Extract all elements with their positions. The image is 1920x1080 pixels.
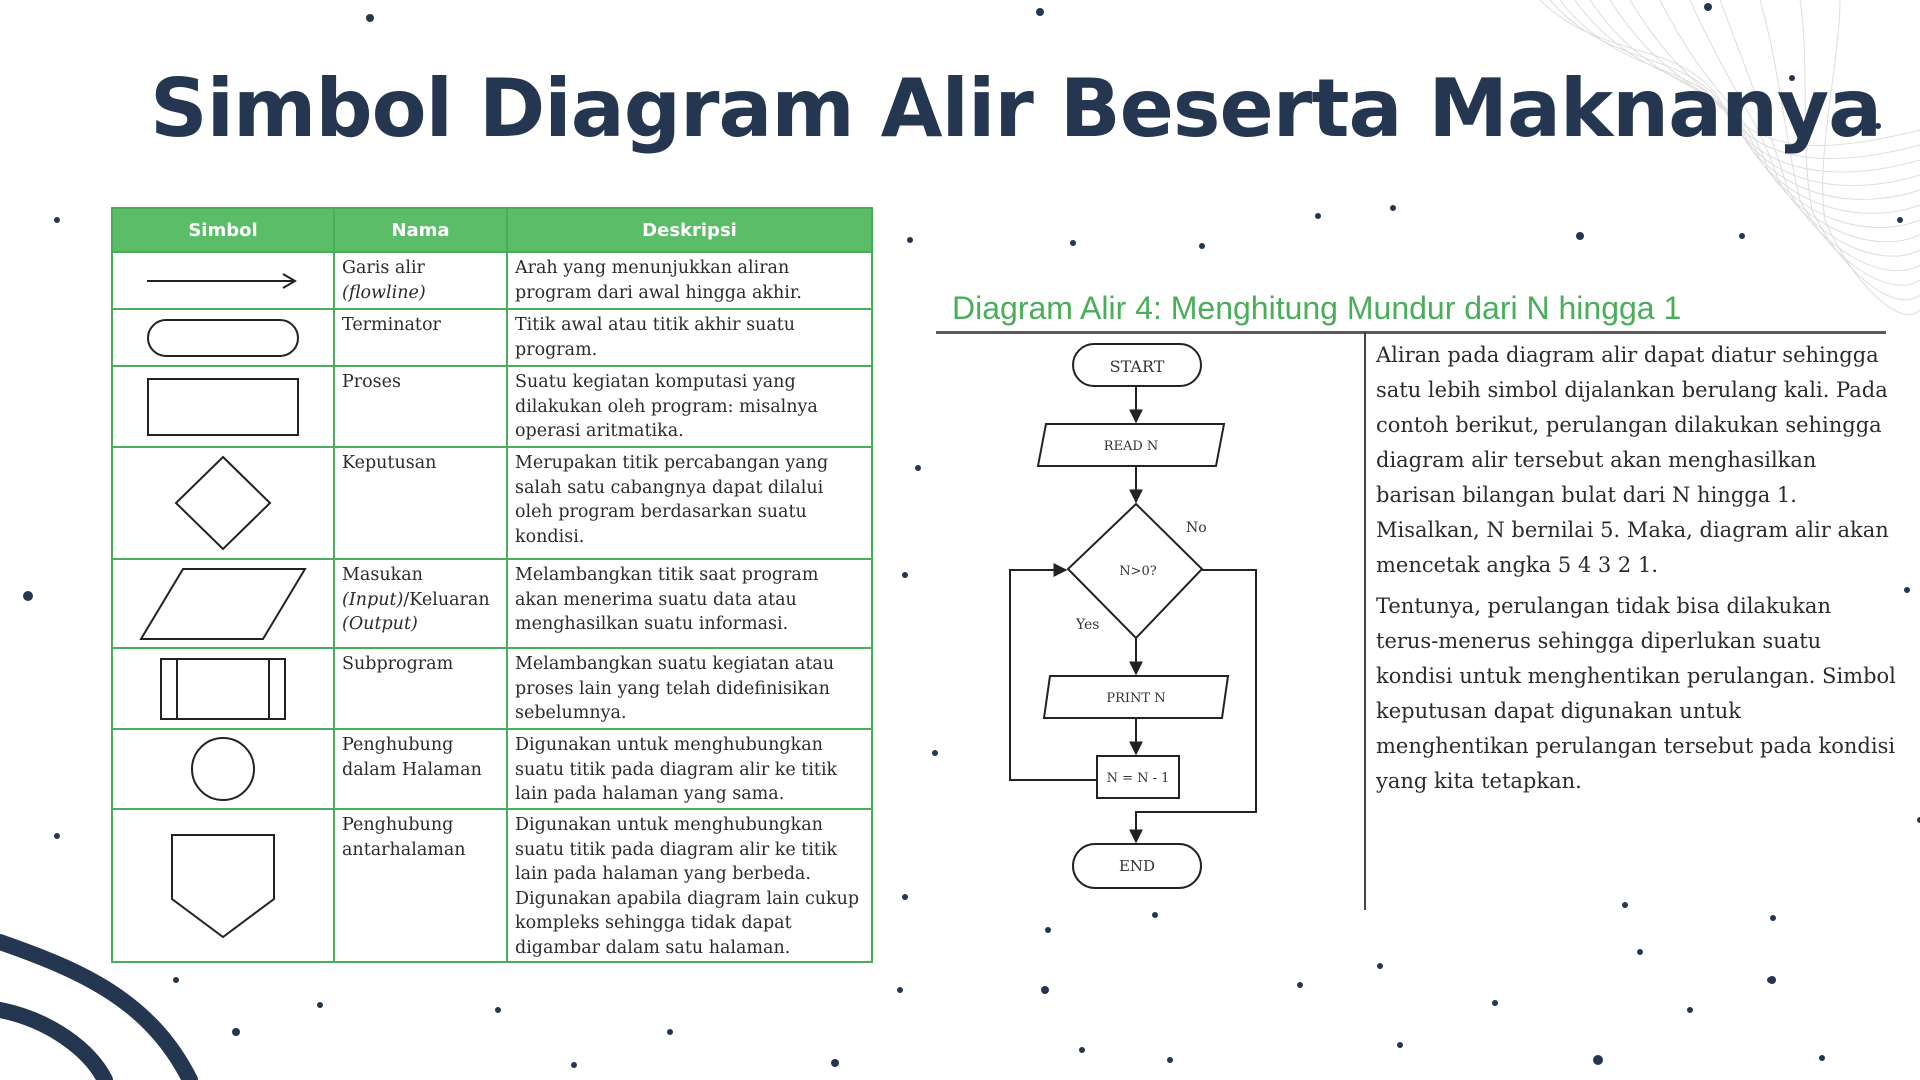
heading-divider (936, 331, 1886, 334)
name-cell: Garis alir (flowline) (333, 251, 508, 310)
row-name: Masukan (342, 565, 423, 585)
update-label: N = N - 1 (1107, 771, 1170, 786)
name-cell: Proses (333, 365, 508, 448)
curve-decoration (0, 934, 198, 1080)
symbol-cell (111, 365, 335, 448)
row-name-input: (Input) (342, 589, 404, 610)
on-page-connector-icon (191, 737, 255, 801)
countdown-flowchart: START READ N N>0? No Yes PRINT N N = N -… (1009, 343, 1257, 889)
symbol-cell (111, 647, 335, 730)
end-label: END (1119, 857, 1155, 875)
name-cell: Penghubung antarhalaman (333, 808, 508, 963)
name-cell: Penghubung dalam Halaman (333, 728, 508, 810)
symbol-cell (111, 446, 335, 560)
off-page-connector-icon (171, 833, 275, 938)
table-row: Garis alir (flowline) Arah yang menunjuk… (111, 251, 873, 310)
description-cell: Digunakan untuk menghubungkan suatu titi… (506, 728, 873, 810)
symbol-cell (111, 558, 335, 649)
description-cell: Suatu kegiatan komputasi yang dilakukan … (506, 365, 873, 448)
name-cell: Terminator (333, 308, 508, 367)
symbol-cell (111, 728, 335, 810)
yes-label: Yes (1075, 617, 1100, 633)
slide-title: Simbol Diagram Alir Beserta Maknanya (150, 62, 1882, 155)
table-row: Penghubung antarhalaman Digunakan untuk … (111, 808, 873, 963)
row-name-sub: (flowline) (342, 282, 426, 303)
read-label: READ N (1104, 439, 1159, 454)
paragraph: Tentunya, perulangan tidak bisa dilakuka… (1376, 594, 1896, 793)
symbol-cell (111, 308, 335, 367)
condition-label: N>0? (1119, 564, 1157, 579)
paragraph: Aliran pada diagram alir dapat diatur se… (1376, 343, 1889, 577)
table-row: Penghubung dalam Halaman Digunakan untuk… (111, 728, 873, 810)
dots-decoration (23, 3, 1920, 1068)
decision-icon (174, 455, 272, 551)
table-row: Masukan (Input)/Keluaran (Output) Melamb… (111, 558, 873, 649)
column-divider (1364, 332, 1366, 910)
flowchart-symbols-table: Simbol Nama Deskripsi Garis alir (flowli… (111, 207, 873, 963)
description-cell: Melambangkan titik saat program akan men… (506, 558, 873, 649)
table-row: Subprogram Melambangkan suatu kegiatan a… (111, 647, 873, 730)
table-row: Proses Suatu kegiatan komputasi yang dil… (111, 365, 873, 448)
name-cell: Masukan (Input)/Keluaran (Output) (333, 558, 508, 649)
column-header-nama: Nama (333, 207, 508, 253)
explanation-text: Aliran pada diagram alir dapat diatur se… (1376, 338, 1896, 805)
table-row: Keputusan Merupakan titik percabangan ya… (111, 446, 873, 560)
table-header-row: Simbol Nama Deskripsi (111, 207, 873, 253)
no-label: No (1186, 520, 1207, 536)
description-cell: Arah yang menunjukkan aliran program dar… (506, 251, 873, 310)
row-name-mid: /Keluaran (403, 589, 490, 610)
row-name-output: (Output) (342, 614, 418, 634)
symbol-cell (111, 251, 335, 310)
section-heading: Diagram Alir 4: Menghitung Mundur dari N… (952, 290, 1682, 326)
symbol-cell (111, 808, 335, 963)
description-cell: Melambangkan suatu kegiatan atau proses … (506, 647, 873, 730)
column-header-deskripsi: Deskripsi (506, 207, 873, 253)
row-name: Garis alir (342, 258, 425, 278)
arrow-icon (147, 272, 297, 289)
print-output-shape (1042, 675, 1230, 719)
terminator-icon (147, 318, 299, 357)
end-terminator (1072, 843, 1202, 889)
process-icon (147, 377, 299, 436)
read-input-shape (1036, 423, 1226, 467)
start-label: START (1110, 357, 1165, 376)
input-output-icon (139, 567, 307, 640)
name-cell: Subprogram (333, 647, 508, 730)
column-header-simbol: Simbol (111, 207, 335, 253)
print-label: PRINT N (1106, 691, 1165, 706)
wave-lines-decoration (1539, 0, 1920, 315)
description-cell: Digunakan untuk menghubungkan suatu titi… (506, 808, 873, 963)
update-process-shape (1096, 755, 1180, 799)
description-cell: Merupakan titik percabangan yang salah s… (506, 446, 873, 560)
table-row: Terminator Titik awal atau titik akhir s… (111, 308, 873, 367)
subprogram-icon (160, 657, 286, 720)
name-cell: Keputusan (333, 446, 508, 560)
description-cell: Titik awal atau titik akhir suatu progra… (506, 308, 873, 367)
